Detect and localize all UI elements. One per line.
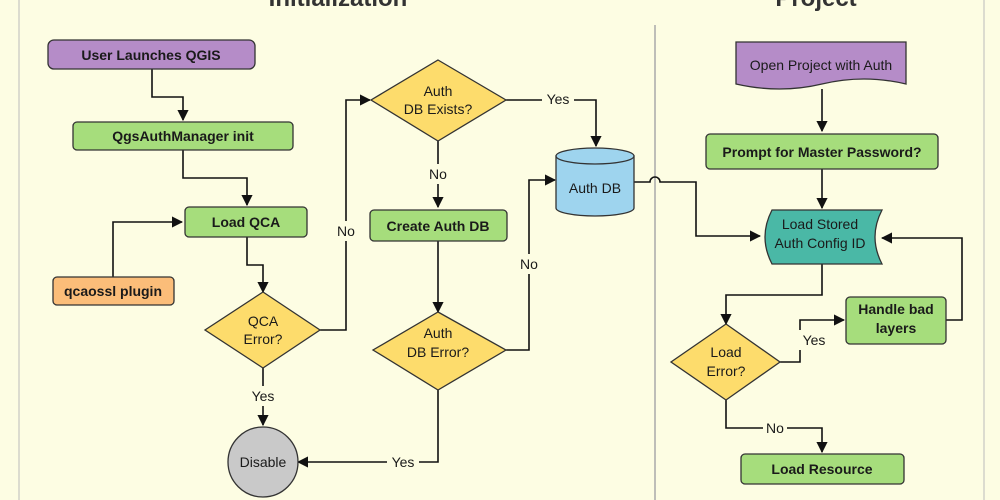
- document-shape: [735, 41, 907, 90]
- node-label: Prompt for Master Password?: [722, 144, 921, 160]
- node-auth-db-database[interactable]: Auth DB: [555, 147, 635, 217]
- node-box: [740, 453, 905, 485]
- label-bg: [542, 89, 574, 109]
- node-qca-error-decision[interactable]: QCA Error?: [203, 291, 322, 369]
- edge-dberror-yes: [296, 390, 439, 468]
- edge-label-loaderror-yes: Yes: [803, 332, 826, 348]
- node-label-line1: Load Stored: [782, 216, 858, 232]
- edge-init-to-loadqca: [182, 150, 253, 207]
- node-prompt-master-password[interactable]: Prompt for Master Password?: [705, 133, 939, 170]
- section-title-project: Project: [775, 0, 856, 12]
- node-box: [72, 121, 294, 151]
- node-load-error-decision[interactable]: Load Error?: [669, 323, 782, 401]
- node-auth-db-error-decision[interactable]: Auth DB Error?: [371, 311, 508, 391]
- node-label-line2: layers: [876, 320, 917, 336]
- edge-authdb-to-loadstored: [634, 176, 762, 242]
- node-box: [369, 209, 508, 242]
- node-label-line1: Load: [710, 344, 741, 360]
- node-label: Load QCA: [212, 214, 280, 230]
- node-label-line1: Handle bad: [858, 301, 933, 317]
- label-bg: [517, 254, 541, 274]
- edge-qcaerror-no: [320, 94, 372, 331]
- edge-loadstored-to-loaderror: [720, 264, 823, 326]
- decision-diamond: [669, 323, 782, 401]
- node-label-line2: DB Error?: [407, 344, 469, 360]
- cylinder-top: [555, 147, 635, 165]
- node-open-project-with-auth[interactable]: Open Project with Auth: [735, 41, 907, 90]
- edge-labels: No Yes Yes No No Yes Yes No: [248, 89, 830, 472]
- edge-label-dberror-yes: Yes: [392, 454, 415, 470]
- node-label: Disable: [240, 454, 287, 470]
- node-label-line2: Auth Config ID: [774, 235, 865, 251]
- stored-data-shape: [764, 209, 884, 265]
- edge-label-qca-no: No: [337, 223, 355, 239]
- edge-handlebad-to-loadstored: [880, 232, 963, 321]
- edge-launch-to-init: [151, 69, 189, 122]
- decision-diamond: [369, 59, 508, 142]
- node-box: [47, 39, 256, 70]
- edge-label-qca-yes: Yes: [252, 388, 275, 404]
- node-box: [705, 133, 939, 170]
- edge-exists-yes: [506, 99, 602, 148]
- node-handle-bad-layers[interactable]: Handle bad layers: [845, 296, 947, 345]
- node-qcaossl-plugin[interactable]: qcaossl plugin: [52, 276, 175, 306]
- label-bg: [248, 386, 278, 406]
- node-disable[interactable]: Disable: [227, 426, 299, 498]
- node-label: Load Resource: [771, 461, 872, 477]
- cylinder-body: [555, 155, 635, 217]
- label-bg: [387, 452, 419, 472]
- node-label-line2: DB Exists?: [404, 101, 473, 117]
- node-label: Open Project with Auth: [750, 57, 892, 73]
- node-label-line1: Auth: [424, 83, 453, 99]
- edge-label-exists-no: No: [429, 166, 447, 182]
- node-label: User Launches QGIS: [81, 47, 220, 63]
- edge-plugin-to-loadqca: [112, 216, 184, 277]
- node-label: Create Auth DB: [387, 218, 490, 234]
- label-bg: [426, 164, 450, 184]
- node-box: [184, 206, 308, 238]
- node-label: QgsAuthManager init: [112, 128, 254, 144]
- node-box: [845, 296, 947, 345]
- node-label-line1: Auth: [424, 325, 453, 341]
- edge-label-dberror-no: No: [520, 256, 538, 272]
- node-authmanager-init[interactable]: QgsAuthManager init: [72, 121, 294, 151]
- node-load-stored-auth-config[interactable]: Load Stored Auth Config ID: [764, 209, 884, 265]
- node-load-qca[interactable]: Load QCA: [184, 206, 308, 238]
- section-title-initialization: Initialization: [269, 0, 408, 12]
- node-label-line1: QCA: [248, 313, 279, 329]
- node-label-line2: Error?: [707, 363, 746, 379]
- label-bg: [763, 418, 787, 438]
- terminal-circle: [227, 426, 299, 498]
- node-load-resource[interactable]: Load Resource: [740, 453, 905, 485]
- edge-loadqca-to-qcaerror: [246, 237, 269, 294]
- edge-label-loaderror-no: No: [766, 420, 784, 436]
- label-bg: [798, 330, 830, 350]
- label-bg: [334, 221, 358, 241]
- node-user-launches-qgis[interactable]: User Launches QGIS: [47, 39, 256, 70]
- decision-diamond: [371, 311, 508, 391]
- node-label-line2: Error?: [244, 331, 283, 347]
- node-label: qcaossl plugin: [64, 283, 162, 299]
- node-label: Auth DB: [569, 180, 621, 196]
- node-box: [52, 276, 175, 306]
- edge-label-exists-yes: Yes: [547, 91, 570, 107]
- node-auth-db-exists-decision[interactable]: Auth DB Exists?: [369, 59, 508, 142]
- decision-diamond: [203, 291, 322, 369]
- node-create-auth-db[interactable]: Create Auth DB: [369, 209, 508, 242]
